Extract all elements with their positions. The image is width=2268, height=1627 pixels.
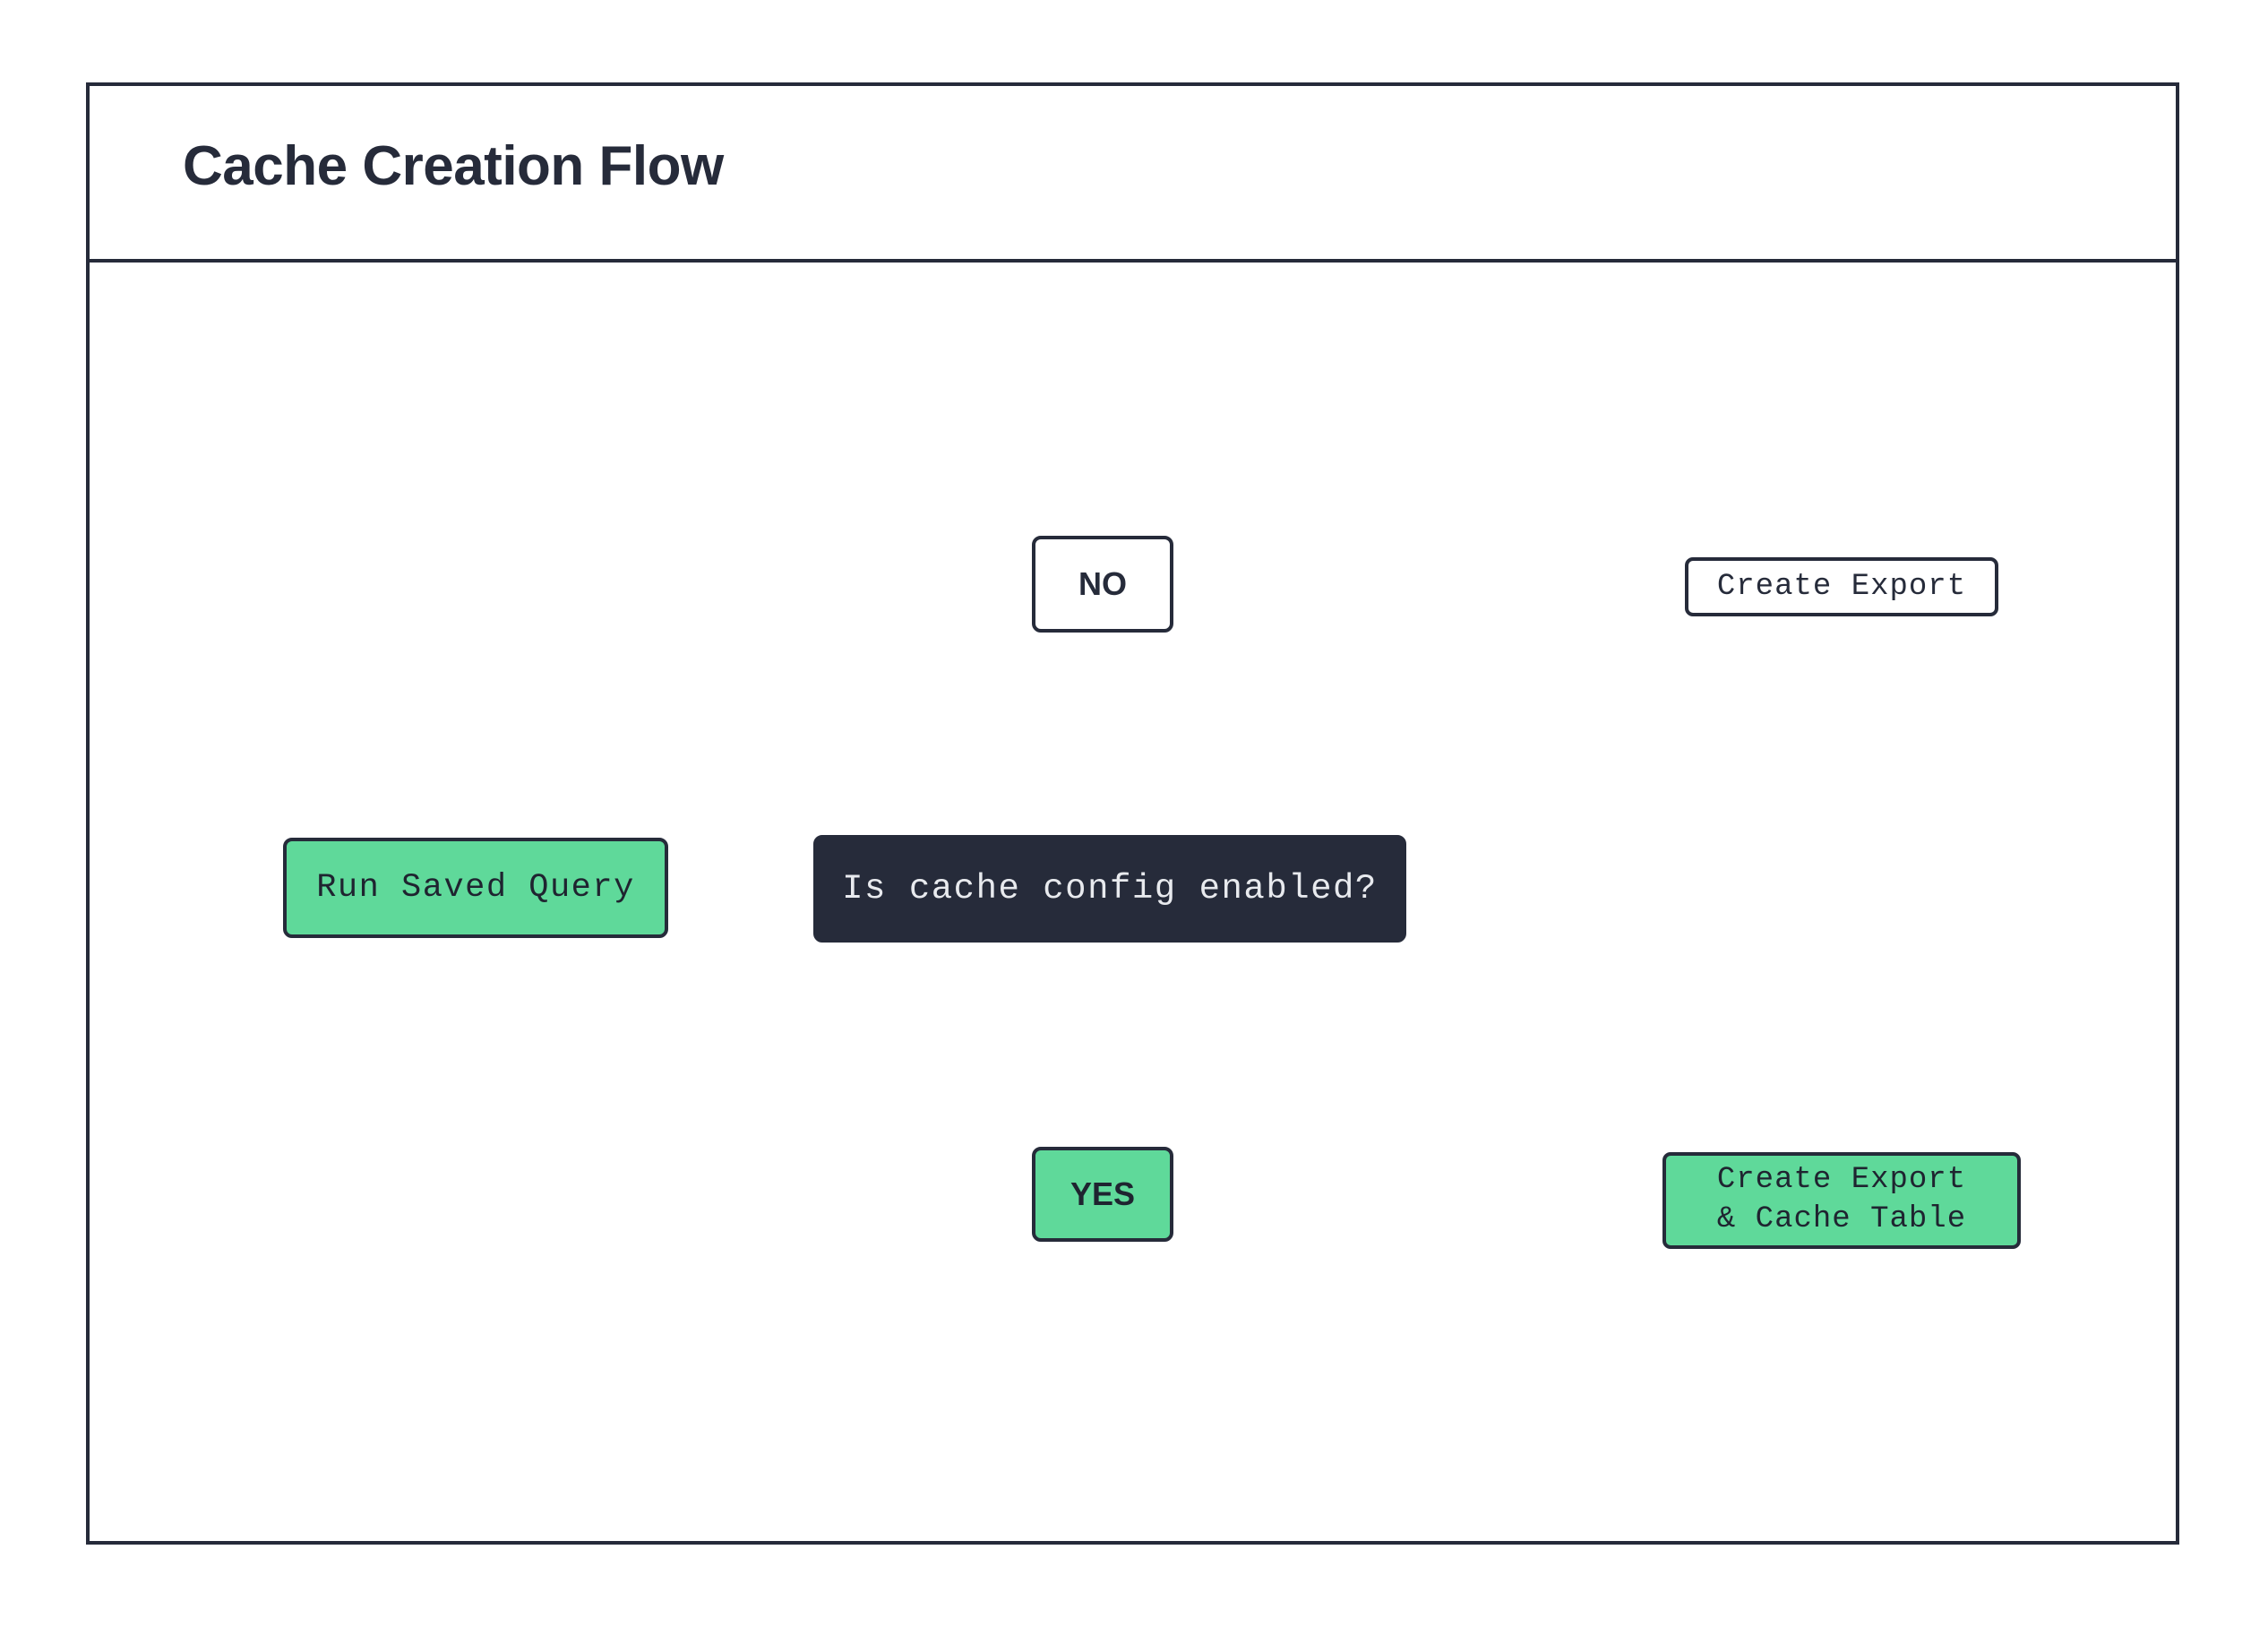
page-title: Cache Creation Flow — [183, 135, 724, 197]
node-decision-label: Is cache config enabled? — [842, 869, 1378, 908]
node-decision-cache-config[interactable]: Is cache config enabled? — [813, 835, 1406, 943]
node-create-export[interactable]: Create Export — [1685, 557, 1998, 616]
node-create-export-cache-table-label-line2: & Cache Table — [1716, 1202, 1967, 1236]
node-branch-yes-label: YES — [1070, 1175, 1136, 1212]
node-branch-no[interactable]: NO — [1032, 536, 1173, 633]
node-branch-yes[interactable]: YES — [1032, 1147, 1173, 1242]
node-run-saved-query-label: Run Saved Query — [316, 869, 635, 907]
diagram-header: Cache Creation Flow — [90, 86, 2176, 263]
node-branch-no-label: NO — [1078, 565, 1127, 602]
node-create-export-cache-table-label-line1: Create Export — [1716, 1163, 1967, 1198]
diagram-frame: Cache Creation Flow — [86, 82, 2179, 1545]
node-create-export-cache-table[interactable]: Create Export & Cache Table — [1662, 1152, 2021, 1249]
node-run-saved-query[interactable]: Run Saved Query — [283, 838, 668, 938]
node-create-export-label: Create Export — [1716, 570, 1967, 604]
